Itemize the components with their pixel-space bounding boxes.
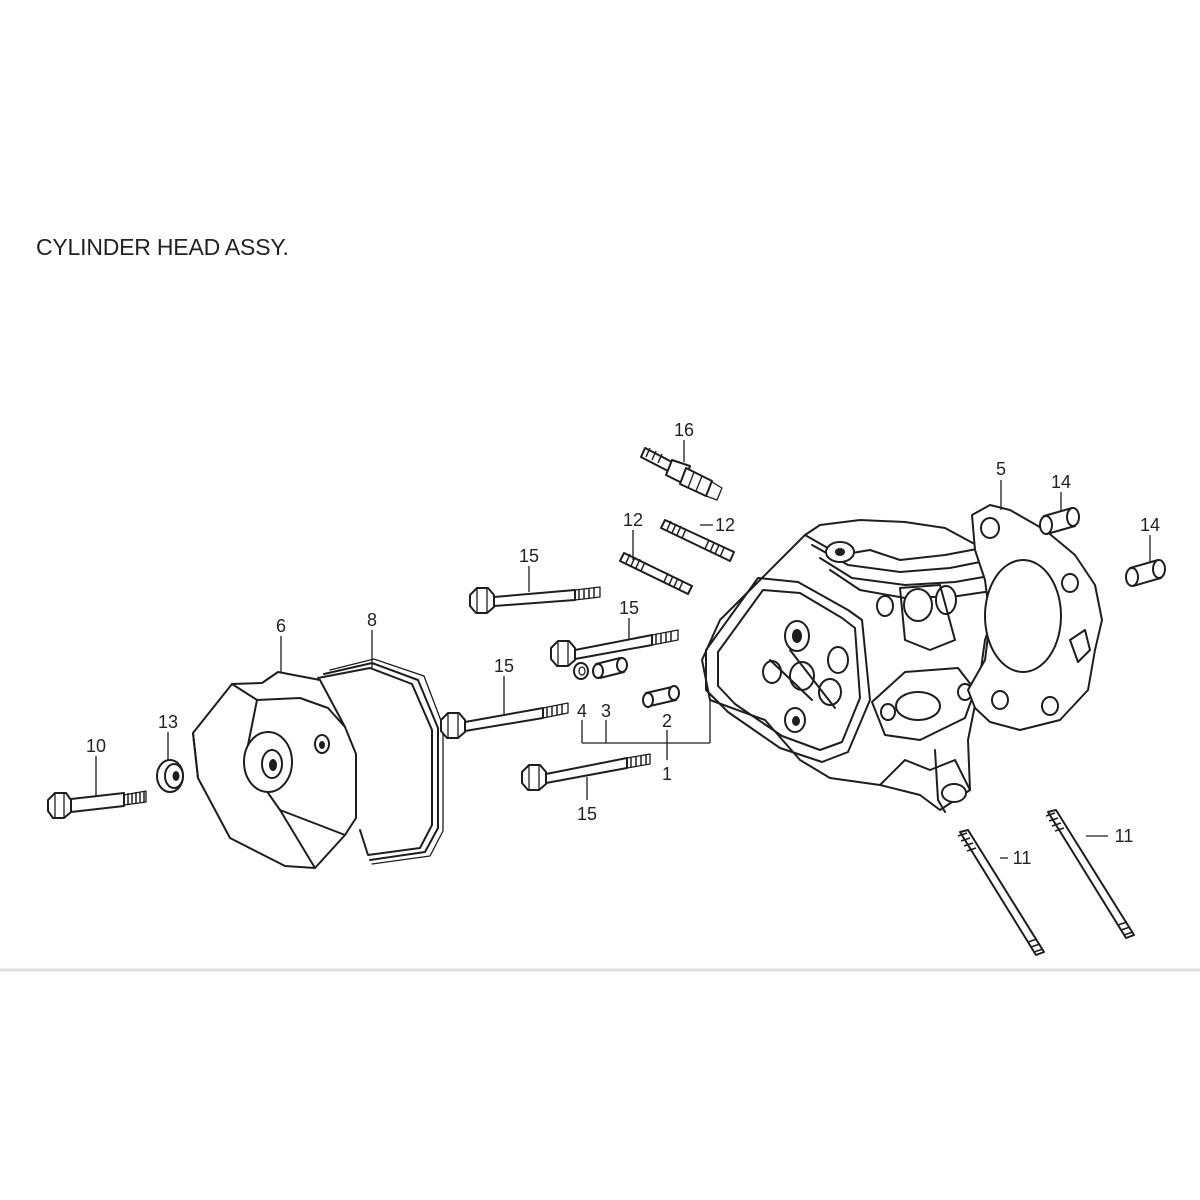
callout-4: 4 bbox=[577, 701, 587, 721]
callout-5: 5 bbox=[996, 459, 1006, 479]
callout-15-b: 15 bbox=[619, 598, 639, 618]
dowel-pin-b bbox=[1125, 559, 1166, 587]
dowel-pin bbox=[642, 685, 680, 708]
stud-b bbox=[660, 519, 735, 562]
washer bbox=[156, 759, 184, 793]
callout-labels: 16 5 14 14 12 12 15 15 15 15 6 8 13 10 4… bbox=[86, 420, 1160, 868]
callout-13: 13 bbox=[158, 712, 178, 732]
o-ring bbox=[573, 662, 589, 680]
callout-8: 8 bbox=[367, 610, 377, 630]
long-stud-b bbox=[1045, 809, 1135, 939]
callout-11-a: 11 bbox=[1013, 848, 1032, 868]
dowel-pin-a bbox=[1039, 507, 1080, 535]
callout-12-a: 12 bbox=[623, 510, 643, 530]
flange-bolt-b bbox=[550, 629, 679, 667]
callout-15-c: 15 bbox=[494, 656, 514, 676]
callout-6: 6 bbox=[276, 616, 286, 636]
flange-bolt-c bbox=[440, 702, 569, 739]
callout-16: 16 bbox=[674, 420, 694, 440]
callout-14-a: 14 bbox=[1051, 472, 1071, 492]
callout-1: 1 bbox=[662, 764, 672, 784]
cover-bolt bbox=[47, 790, 147, 819]
callout-10: 10 bbox=[86, 736, 106, 756]
leader-lines bbox=[95, 440, 1151, 859]
callout-3: 3 bbox=[601, 701, 611, 721]
head-cover bbox=[192, 671, 357, 869]
sleeve bbox=[592, 657, 628, 679]
callout-12-b: 12 bbox=[715, 515, 735, 535]
head-gasket bbox=[967, 504, 1103, 731]
spark-plug bbox=[640, 447, 723, 501]
flange-bolt-a bbox=[469, 586, 601, 614]
callout-11-b: 11 bbox=[1115, 826, 1134, 846]
page-title: CYLINDER HEAD ASSY. bbox=[36, 234, 289, 260]
callout-15-a: 15 bbox=[519, 546, 539, 566]
callout-2: 2 bbox=[662, 711, 672, 731]
cylinder-head bbox=[701, 519, 1001, 813]
flange-bolt-d bbox=[521, 753, 651, 791]
callout-15-d: 15 bbox=[577, 804, 597, 824]
long-stud-a bbox=[957, 829, 1045, 956]
stud-a bbox=[619, 552, 693, 595]
callout-14-b: 14 bbox=[1140, 515, 1160, 535]
